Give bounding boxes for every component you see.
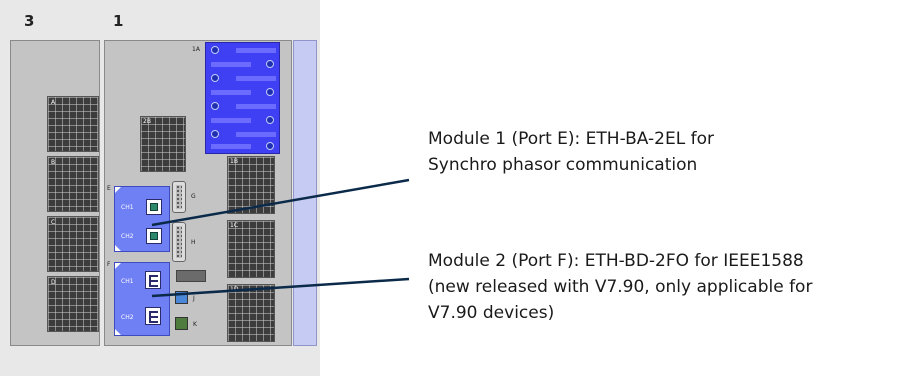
grid-2b bbox=[140, 116, 186, 172]
connector-port-h[interactable] bbox=[172, 222, 186, 262]
slot-3-label-b: B bbox=[51, 159, 56, 166]
module-1-port-e[interactable]: CH1 CH2 bbox=[114, 186, 170, 252]
callout-module-1-line-2: Synchro phasor communication bbox=[428, 155, 698, 175]
status-strip bbox=[176, 270, 206, 282]
leader-line-module-2 bbox=[151, 277, 410, 298]
slot-3-grid-b bbox=[47, 156, 99, 212]
module-1-ch1-ethernet-port-icon[interactable] bbox=[146, 199, 162, 215]
module-2-ch1-fiber-port-icon[interactable] bbox=[145, 271, 161, 289]
grid-1c bbox=[227, 220, 275, 278]
slot-3-header: 3 bbox=[24, 12, 35, 30]
grid-1b bbox=[227, 156, 275, 214]
callout-module-2-line-3: V7.90 devices) bbox=[428, 303, 555, 323]
slot-3-label-c: C bbox=[51, 219, 56, 226]
label-port-f: F bbox=[107, 261, 111, 268]
module-1-corner-marker bbox=[115, 187, 121, 193]
label-port-j: J bbox=[193, 295, 195, 302]
label-port-h: H bbox=[191, 239, 196, 246]
label-1b: 1B bbox=[230, 158, 238, 165]
module-1-corner-marker-bottom bbox=[115, 245, 121, 251]
slot-3-label-d: D bbox=[51, 279, 56, 286]
terminal-block-1a bbox=[205, 42, 280, 154]
module-1-ch2-label: CH2 bbox=[121, 233, 134, 240]
slot-3-grid-d bbox=[47, 276, 99, 332]
module-2-ch2-label: CH2 bbox=[121, 314, 134, 321]
label-2b: 2B bbox=[143, 118, 151, 125]
callout-module-1: Module 1 (Port E): ETH-BA-2EL for Synchr… bbox=[428, 126, 714, 178]
right-rail bbox=[293, 40, 317, 346]
slot-3: A B C D bbox=[10, 40, 100, 346]
module-2-corner-marker bbox=[115, 263, 121, 269]
callout-module-2: Module 2 (Port F): ETH-BD-2FO for IEEE15… bbox=[428, 248, 812, 326]
grid-1d bbox=[227, 284, 275, 342]
label-port-g: G bbox=[191, 193, 196, 200]
callout-module-1-line-1: Module 1 (Port E): ETH-BA-2EL for bbox=[428, 129, 714, 149]
port-k-icon[interactable] bbox=[175, 317, 188, 330]
module-2-corner-marker-bottom bbox=[115, 329, 121, 335]
callout-module-2-line-2: (new released with V7.90, only applicabl… bbox=[428, 277, 813, 297]
slot-3-label-a: A bbox=[51, 99, 56, 106]
slot-1-header: 1 bbox=[113, 12, 124, 30]
label-port-e: E bbox=[107, 185, 111, 192]
module-1-ch2-ethernet-port-icon[interactable] bbox=[146, 228, 162, 244]
leader-line-module-1 bbox=[151, 178, 410, 227]
module-2-ch2-fiber-port-icon[interactable] bbox=[145, 307, 161, 325]
slot-3-grid-c bbox=[47, 216, 99, 272]
label-port-k: K bbox=[193, 321, 197, 328]
connector-port-g[interactable] bbox=[172, 181, 186, 213]
module-2-ch1-label: CH1 bbox=[121, 278, 134, 285]
module-2-port-f[interactable]: CH1 CH2 bbox=[114, 262, 170, 336]
slot-3-grid-a bbox=[47, 96, 99, 152]
module-1-ch1-label: CH1 bbox=[121, 204, 134, 211]
callout-module-2-line-1: Module 2 (Port F): ETH-BD-2FO for IEEE15… bbox=[428, 251, 804, 271]
device-panel: 3 1 A B C D 1A bbox=[0, 0, 320, 376]
label-1c: 1C bbox=[230, 222, 239, 229]
label-1a: 1A bbox=[192, 46, 200, 53]
